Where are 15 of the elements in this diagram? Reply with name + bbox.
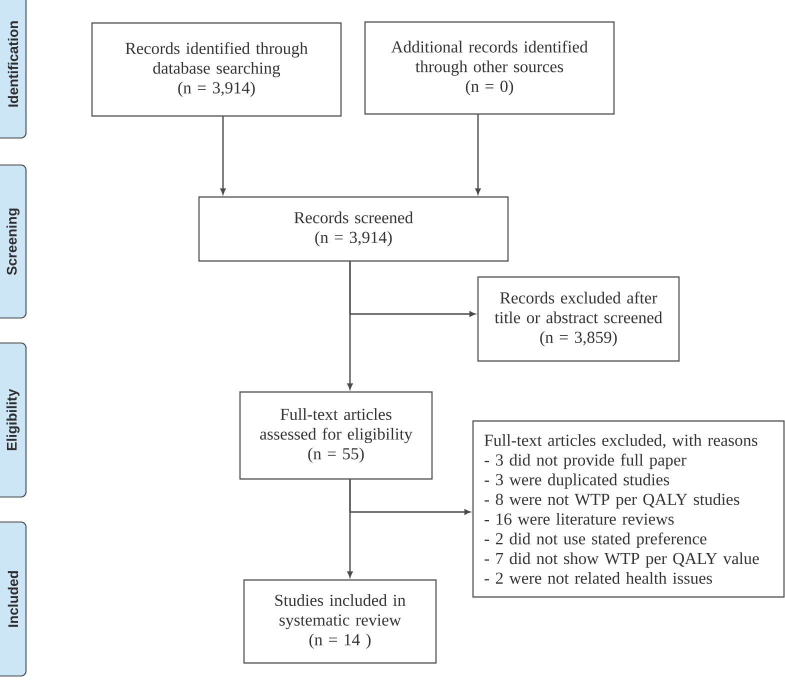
stage-band: Eligibility — [0, 342, 27, 498]
stage-band: Identification — [0, 0, 27, 139]
process-box: Full-text articles assessed for eligibility (n = 55) — [239, 391, 433, 480]
process-box: Records excluded after title or abstract screened (n = 3,859) — [477, 276, 680, 362]
arrow — [347, 262, 353, 390]
process-box: Records screened (n = 3,914) — [198, 196, 509, 262]
arrow — [220, 116, 226, 194]
arrow — [347, 480, 353, 578]
process-box: Additional records identified through other sources (n = 0) — [364, 21, 615, 115]
process-box: Records identified through database searching (n = 3,914) — [91, 22, 342, 117]
process-box: Studies included in systematic review (n = 14 ) — [243, 579, 437, 664]
stage-band: Included — [0, 521, 27, 677]
stage-band: Screening — [0, 164, 27, 319]
arrow — [475, 114, 481, 194]
process-box: Full-text articles excluded, with reasons - 3 did not provide full paper - 3 were duplicated studies - 8 were not WTP per QALY studies - 16 were literature reviews - 2 did not use stated preference - 7 did not show WTP per QALY value - 2 were not related health issues — [472, 420, 785, 598]
